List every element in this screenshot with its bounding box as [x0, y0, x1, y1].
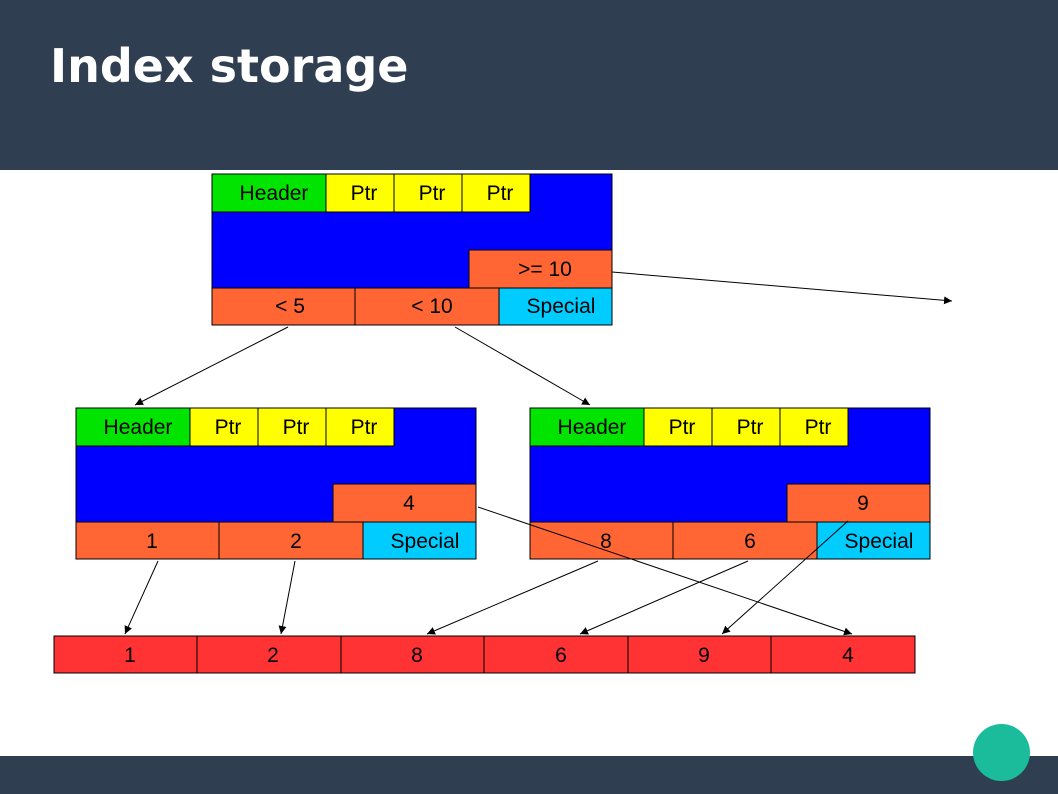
- left-key-label-1: 1: [146, 530, 158, 553]
- left-ptr-cell-2: [257, 407, 327, 447]
- left-free-key-label: 4: [403, 492, 415, 515]
- left-ptr-cell-3: [325, 407, 395, 447]
- root-ptr-label-2: Ptr: [419, 182, 446, 205]
- slide-title: Index storage: [50, 39, 409, 93]
- left-ptr-label-1: Ptr: [215, 416, 242, 439]
- root-ptr-label-1: Ptr: [351, 182, 378, 205]
- arrow-root-to-right: [454, 326, 591, 406]
- data-label-3: 8: [411, 644, 423, 667]
- root-special-label: Special: [527, 295, 596, 318]
- arrow-left-free-to-data: [477, 506, 853, 636]
- right-key-label-2: 6: [744, 530, 756, 553]
- left-header-cell: [75, 407, 191, 447]
- left-ptr-label-3: Ptr: [351, 416, 378, 439]
- data-label-4: 6: [555, 644, 567, 667]
- data-cell-2: [196, 635, 342, 674]
- data-label-2: 2: [267, 644, 279, 667]
- left-free-key-cell: [332, 483, 477, 523]
- root-free-key-cell: [468, 249, 613, 289]
- accent-dot: [973, 724, 1030, 781]
- root-key-cell-1: [211, 287, 356, 326]
- arrow-left-key2-to-data: [278, 560, 296, 635]
- left-ptr-cell-1: [189, 407, 259, 447]
- arrow-root-to-left: [134, 326, 289, 406]
- root-key-cell-2: [354, 287, 500, 326]
- right-key-cell-2: [672, 521, 818, 560]
- right-free-key-cell: [786, 483, 931, 523]
- right-key-label-1: 8: [600, 530, 612, 553]
- data-label-6: 4: [842, 644, 854, 667]
- arrow-right-key1-to-data: [426, 560, 599, 635]
- data-cell-6: [770, 635, 916, 674]
- root-ptr-cell-2: [393, 173, 463, 213]
- arrow-root-overflow: [611, 271, 953, 305]
- left-ptr-label-2: Ptr: [283, 416, 310, 439]
- data-cell-3: [340, 635, 485, 674]
- root-special-cell: [498, 287, 613, 326]
- data-label-1: 1: [124, 644, 136, 667]
- root-key-label-1: < 5: [275, 295, 305, 318]
- right-ptr-label-3: Ptr: [805, 416, 832, 439]
- left-page: Header Ptr Ptr Ptr 4 1 2 Special: [75, 407, 477, 560]
- title-bar: [0, 0, 1058, 170]
- data-row: 1 2 8 6 9 4: [53, 635, 916, 674]
- right-ptr-label-2: Ptr: [737, 416, 764, 439]
- arrow-left-key1-to-data: [124, 560, 159, 635]
- root-key-label-2: < 10: [411, 295, 452, 318]
- right-ptr-cell-3: [779, 407, 849, 447]
- left-key-label-2: 2: [290, 530, 302, 553]
- right-special-cell: [816, 521, 931, 560]
- data-cell-5: [627, 635, 772, 674]
- data-cell-4: [483, 635, 629, 674]
- right-free-key-label: 9: [857, 492, 869, 515]
- left-special-cell: [362, 521, 477, 560]
- root-ptr-cell-3: [461, 173, 531, 213]
- right-ptr-label-1: Ptr: [669, 416, 696, 439]
- root-header-label: Header: [240, 182, 309, 205]
- arrow-right-free-to-data: [721, 520, 849, 635]
- left-special-label: Special: [391, 530, 460, 553]
- right-ptr-cell-1: [643, 407, 713, 447]
- data-label-5: 9: [698, 644, 710, 667]
- arrow-right-key2-to-data: [579, 560, 749, 635]
- left-key-cell-2: [218, 521, 364, 560]
- footer-bar: [0, 756, 1058, 794]
- root-free-key-label: >= 10: [518, 258, 572, 281]
- right-page: Header Ptr Ptr Ptr 9 8 6 Special: [529, 407, 931, 560]
- root-ptr-label-3: Ptr: [487, 182, 514, 205]
- right-special-label: Special: [845, 530, 914, 553]
- right-header-label: Header: [558, 416, 627, 439]
- root-page: Header Ptr Ptr Ptr >= 10 < 5 < 10 Specia…: [211, 173, 613, 326]
- left-header-label: Header: [104, 416, 173, 439]
- arrows: [124, 271, 953, 636]
